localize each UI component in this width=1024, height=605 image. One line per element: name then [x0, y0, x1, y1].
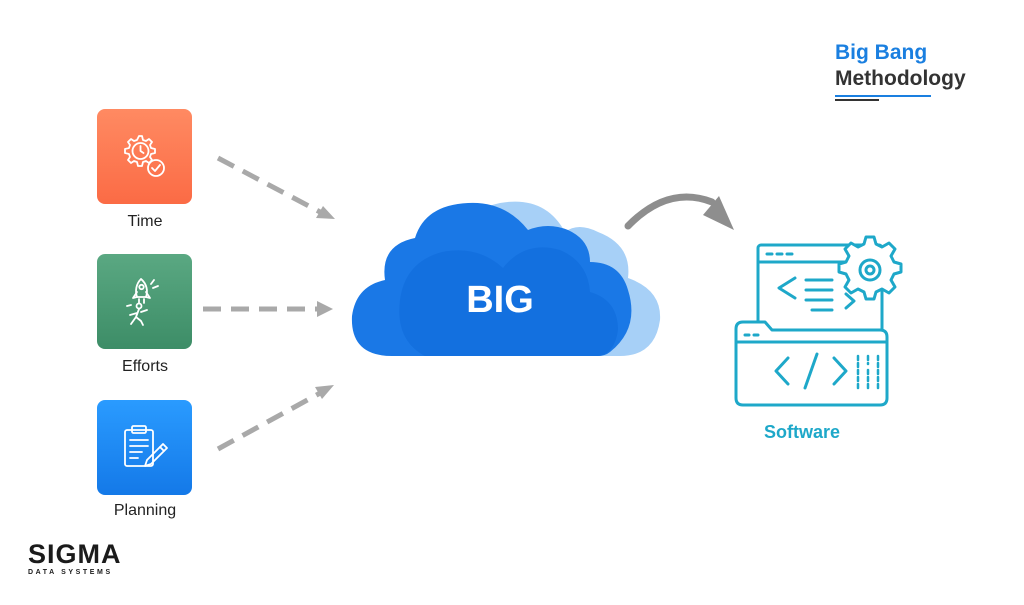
curved-arrow: [624, 193, 734, 230]
cloud-icon: [351, 201, 661, 356]
planning-label: Planning: [113, 502, 177, 519]
cloud-label: BIG: [466, 279, 534, 321]
cloud-shade: [399, 247, 618, 356]
code-window-gear-icon: [734, 235, 903, 407]
sigma-logo: SIGMA DATA SYSTEMS: [28, 540, 122, 576]
planning-tile: [97, 400, 192, 495]
logo-tagline: DATA SYSTEMS: [28, 569, 113, 576]
efforts-label: Efforts: [122, 358, 168, 375]
time-label: Time: [127, 213, 163, 230]
heading-underline-blue: [835, 95, 931, 97]
heading-line-1: Big Bang: [835, 41, 928, 64]
clock-gear-icon: [124, 135, 165, 177]
dashed-arrow-time: [216, 155, 335, 219]
clipboard-pencil-icon: [124, 425, 168, 467]
dashed-arrow-planning: [216, 385, 334, 452]
dashed-arrow-efforts: [203, 301, 333, 317]
time-tile: [97, 109, 192, 204]
diagram-heading: Big Bang Methodology: [835, 40, 966, 101]
software-label: Software: [763, 422, 841, 442]
logo-name: SIGMA: [28, 539, 122, 569]
rocket-runner-icon: [126, 278, 159, 326]
efforts-tile: [97, 254, 192, 349]
heading-line-2: Methodology: [835, 67, 966, 90]
heading-underline-dark: [835, 99, 879, 101]
